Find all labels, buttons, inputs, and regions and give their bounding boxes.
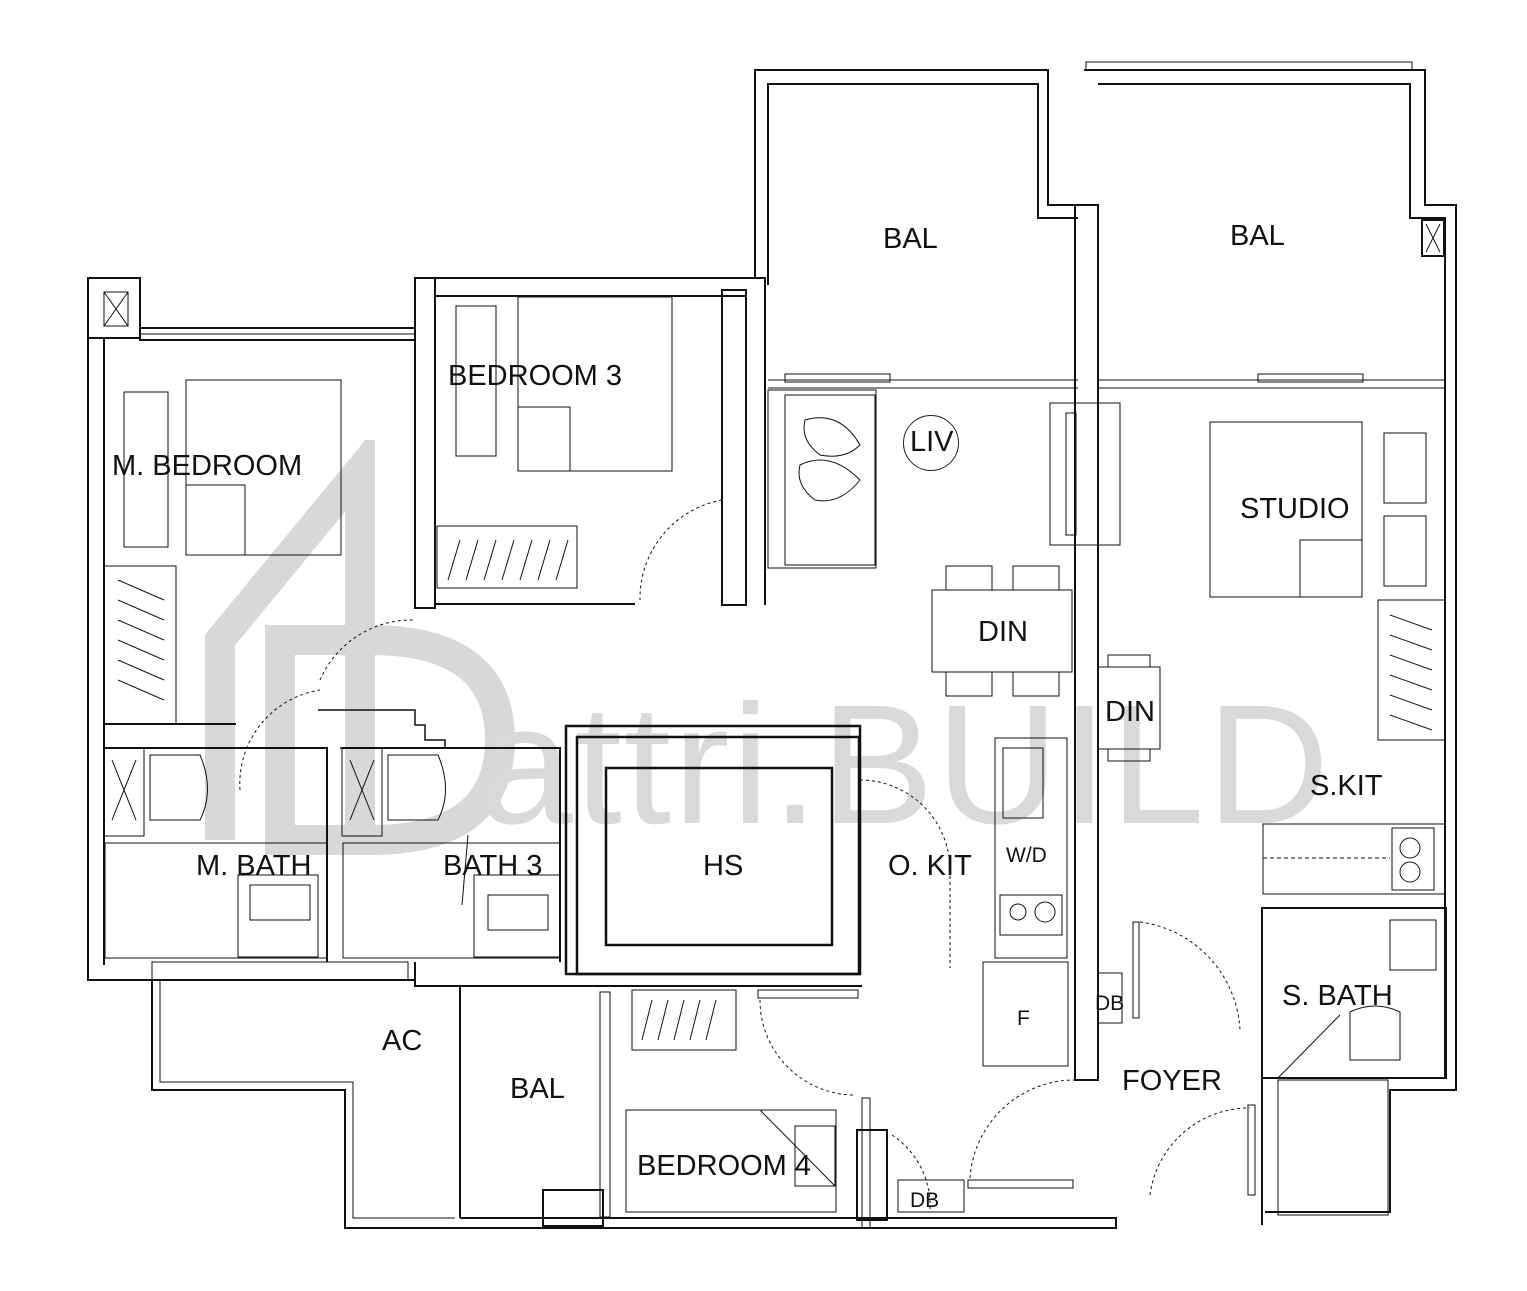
bedroom-4-label: BEDROOM 4 xyxy=(637,1150,812,1182)
studio-kitchen-label: S.KIT xyxy=(1310,770,1383,802)
ac-ledge-label: AC xyxy=(382,1025,423,1057)
dining-label: DIN xyxy=(1105,696,1155,728)
household-shelter-label: HS xyxy=(703,850,744,882)
washer-dryer-label: W/D xyxy=(1006,844,1047,867)
balcony-label: BAL xyxy=(883,223,938,255)
dining-label: DIN xyxy=(978,616,1028,648)
watermark-text: attri.BUILD xyxy=(478,670,1332,860)
living-label: LIV xyxy=(910,426,954,458)
distribution-board-label: DB xyxy=(1095,992,1125,1015)
balcony-label: BAL xyxy=(1230,220,1285,252)
master-bedroom-label: M. BEDROOM xyxy=(112,450,303,482)
studio-label: STUDIO xyxy=(1240,493,1350,525)
open-kitchen-label: O. KIT xyxy=(888,850,972,882)
foyer-label: FOYER xyxy=(1122,1065,1222,1097)
distribution-board-label: DB xyxy=(910,1189,940,1212)
fridge-label: F xyxy=(1017,1007,1030,1030)
liv-circle xyxy=(903,415,959,471)
bath-3-label: BATH 3 xyxy=(443,850,543,882)
master-bath-label: M. BATH xyxy=(196,850,312,882)
studio-bath-label: S. BATH xyxy=(1282,980,1393,1012)
balcony-label: BAL xyxy=(510,1073,565,1105)
bedroom-3-label: BEDROOM 3 xyxy=(448,360,623,392)
